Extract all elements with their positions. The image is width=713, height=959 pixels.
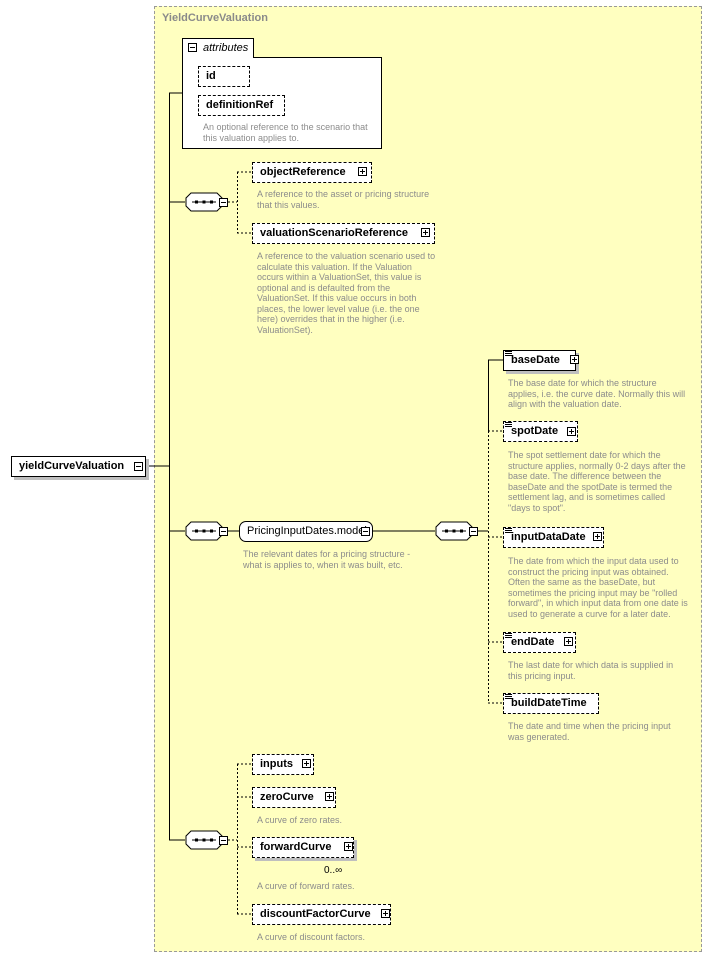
- group-doc: The relevant dates for a pricing structu…: [243, 549, 411, 570]
- minus-icon: [190, 47, 195, 48]
- root-element-label: yieldCurveValuation: [19, 460, 125, 472]
- element-marker-icon: [505, 633, 512, 638]
- element-builddatetime[interactable]: buildDateTime: [503, 693, 599, 714]
- element-label: inputDataDate: [511, 531, 586, 543]
- element-label: zeroCurve: [260, 791, 314, 803]
- plus-icon: [566, 639, 571, 644]
- expand-enddate-button[interactable]: [564, 637, 573, 646]
- element-marker-icon: [505, 528, 512, 533]
- element-zerocurve[interactable]: zeroCurve: [252, 787, 336, 808]
- element-basedate[interactable]: baseDate: [503, 350, 576, 371]
- minus-icon: [221, 202, 226, 203]
- collapse-sequence-button[interactable]: [219, 198, 228, 207]
- element-label: objectReference: [260, 166, 346, 178]
- plus-icon: [327, 794, 332, 799]
- basedate-doc: The base date for which the structure ap…: [508, 378, 686, 409]
- attribute-definitionref[interactable]: definitionRef: [198, 95, 285, 116]
- forwardcurve-multiplicity: 0..∞: [324, 865, 343, 876]
- attributes-tab: [182, 38, 254, 58]
- expand-objectreference-button[interactable]: [358, 167, 367, 176]
- collapse-sequence-button[interactable]: [469, 527, 478, 536]
- plus-icon: [360, 169, 365, 174]
- plus-icon: [304, 761, 309, 766]
- expand-inputs-button[interactable]: [302, 759, 311, 768]
- sequence-compositor-icon[interactable]: [184, 830, 230, 850]
- expand-zerocurve-button[interactable]: [325, 792, 334, 801]
- plus-icon: [346, 844, 351, 849]
- enddate-doc: The last date for which data is supplied…: [508, 660, 674, 681]
- element-label: forwardCurve: [260, 841, 332, 853]
- sequence-compositor-icon[interactable]: [184, 521, 230, 541]
- expand-inputdatadate-button[interactable]: [593, 532, 602, 541]
- element-valuationscenarioreference[interactable]: valuationScenarioReference: [252, 223, 435, 244]
- element-marker-icon: [505, 694, 512, 699]
- element-label: endDate: [511, 636, 555, 648]
- element-label: baseDate: [511, 354, 560, 366]
- definitionref-doc: An optional reference to the scenario th…: [203, 122, 368, 143]
- attribute-id[interactable]: id: [198, 66, 250, 87]
- element-spotdate[interactable]: spotDate: [503, 421, 578, 442]
- plus-icon: [572, 357, 577, 362]
- spotdate-doc: The spot settlement date for which the s…: [508, 450, 686, 513]
- plus-icon: [423, 230, 428, 235]
- element-marker-icon: [505, 422, 512, 427]
- expand-discountfactorcurve-button[interactable]: [381, 909, 390, 918]
- element-forwardcurve[interactable]: forwardCurve: [252, 837, 354, 858]
- minus-icon: [136, 466, 141, 467]
- complex-type-title: YieldCurveValuation: [162, 12, 268, 24]
- sequence-compositor-icon[interactable]: [434, 521, 480, 541]
- expand-spotdate-button[interactable]: [567, 427, 576, 436]
- collapse-attributes-button[interactable]: [188, 43, 197, 52]
- expand-forwardcurve-button[interactable]: [344, 842, 353, 851]
- objectreference-doc: A reference to the asset or pricing stru…: [257, 189, 430, 210]
- valuationscenarioreference-doc: A reference to the valuation scenario us…: [257, 251, 436, 335]
- collapse-sequence-button[interactable]: [219, 836, 228, 845]
- complex-type-frame: [154, 6, 702, 952]
- element-objectreference[interactable]: objectReference: [252, 162, 372, 183]
- collapse-sequence-button[interactable]: [219, 527, 228, 536]
- group-pricinginputdates-model[interactable]: PricingInputDates.model: [239, 521, 373, 542]
- element-inputdatadate[interactable]: inputDataDate: [503, 527, 604, 548]
- zerocurve-doc: A curve of zero rates.: [257, 815, 343, 825]
- inputdatadate-doc: The date from which the input data used …: [508, 556, 688, 619]
- plus-icon: [569, 429, 574, 434]
- element-inputs[interactable]: inputs: [252, 754, 314, 775]
- element-label: inputs: [260, 758, 293, 770]
- expand-valuationscenarioreference-button[interactable]: [421, 228, 430, 237]
- minus-icon: [471, 531, 476, 532]
- group-label: PricingInputDates.model: [247, 525, 367, 537]
- element-marker-icon: [505, 351, 512, 356]
- sequence-compositor-icon[interactable]: [184, 192, 230, 212]
- element-label: spotDate: [511, 425, 559, 437]
- discountfactorcurve-doc: A curve of discount factors.: [257, 932, 366, 942]
- element-label: discountFactorCurve: [260, 908, 371, 920]
- element-label: valuationScenarioReference: [260, 227, 408, 239]
- plus-icon: [595, 534, 600, 539]
- plus-icon: [383, 911, 388, 916]
- collapse-group-button[interactable]: [361, 527, 370, 536]
- attributes-label: attributes: [203, 42, 249, 54]
- minus-icon: [221, 531, 226, 532]
- minus-icon: [221, 840, 226, 841]
- root-element-yieldcurvevaluation[interactable]: yieldCurveValuation: [11, 456, 146, 477]
- forwardcurve-doc: A curve of forward rates.: [257, 881, 355, 891]
- builddatetime-doc: The date and time when the pricing input…: [508, 721, 671, 742]
- element-discountfactorcurve[interactable]: discountFactorCurve: [252, 904, 391, 925]
- collapse-root-button[interactable]: [134, 462, 143, 471]
- minus-icon: [363, 531, 368, 532]
- element-enddate[interactable]: endDate: [503, 632, 576, 653]
- element-label: buildDateTime: [511, 697, 587, 709]
- expand-basedate-button[interactable]: [570, 355, 579, 364]
